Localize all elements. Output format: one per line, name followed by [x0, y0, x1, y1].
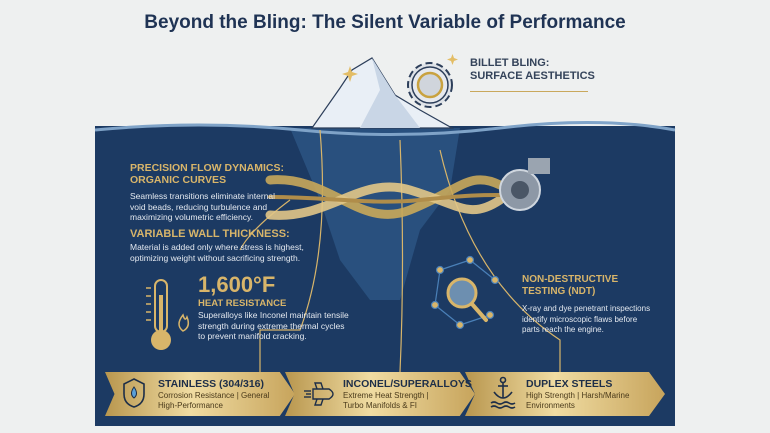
heat-value: 1,600°F: [198, 272, 276, 297]
ndt-heading: NON-DESTRUCTIVE TESTING (NDT): [522, 274, 618, 298]
flow-heading: PRECISION FLOW DYNAMICS: ORGANIC CURVES: [130, 162, 284, 186]
material-desc-line: Turbo Manifolds & FI: [343, 401, 417, 410]
heat-body-line: Superalloys like Inconel maintain tensil…: [198, 310, 349, 320]
divider: [470, 91, 588, 92]
wall-body: Material is added only where stress is h…: [130, 242, 304, 263]
ndt-heading-line2: TESTING (NDT): [522, 286, 596, 297]
material-desc: High Strength | Harsh/Marine Environment…: [526, 391, 629, 411]
material-desc-line: Corrosion Resistance | General: [158, 391, 270, 400]
wall-body-line: optimizing weight without sacrificing st…: [130, 252, 301, 263]
sparkle-icon: [342, 66, 358, 82]
jet-icon: [304, 382, 334, 406]
heat-heading: HEAT RESISTANCE: [198, 298, 287, 309]
ndt-body-line: parts reach the engine.: [522, 325, 604, 334]
flow-heading-line2: ORGANIC CURVES: [130, 174, 227, 186]
surface-label: BILLET BLING: SURFACE AESTHETICS: [470, 57, 595, 83]
material-name: STAINLESS (304/316): [158, 378, 265, 390]
shield-drop-icon: [123, 378, 145, 408]
material-desc-line: Environments: [526, 401, 575, 410]
material-duplex: [465, 372, 665, 416]
ndt-lattice-icon: [430, 255, 500, 330]
connector-lines: [239, 129, 561, 373]
thermometer-icon: [146, 279, 171, 350]
flow-body-line: void beads, reducing turbulence and: [130, 201, 268, 212]
flow-heading-line1: PRECISION FLOW DYNAMICS:: [130, 162, 284, 174]
flow-body: Seamless transitions eliminate internal …: [130, 191, 275, 223]
magnifier-icon: [446, 277, 488, 322]
ndt-heading-line1: NON-DESTRUCTIVE: [522, 274, 619, 285]
flow-pipes: [265, 175, 505, 220]
material-name: DUPLEX STEELS: [526, 378, 613, 390]
ndt-body-line: identify microscopic flaws before: [522, 314, 638, 324]
surface-label-line2: SURFACE AESTHETICS: [470, 70, 595, 82]
material-desc-line: Extreme Heat Strength |: [343, 391, 429, 400]
heat-body-line: strength during extreme thermal cycles: [198, 320, 345, 331]
material-desc: Extreme Heat Strength | Turbo Manifolds …: [343, 391, 429, 411]
material-desc: Corrosion Resistance | General High-Perf…: [158, 391, 269, 411]
flow-body-line: Seamless transitions eliminate internal: [130, 191, 276, 201]
flame-icon: [178, 313, 190, 332]
anchor-icon: [490, 376, 516, 409]
page-title: Beyond the Bling: The Silent Variable of…: [144, 12, 626, 33]
material-inconel: [285, 372, 475, 416]
surface-label-line1: BILLET BLING:: [470, 57, 550, 69]
gear-icon: [407, 62, 453, 108]
material-desc-line: High-Performance: [158, 401, 223, 410]
heat-body-line: to prevent manifold cracking.: [198, 331, 307, 341]
sparkle-icon: [447, 54, 458, 65]
ndt-body: X-ray and dye penetrant inspections iden…: [522, 304, 650, 336]
material-desc-line: High Strength | Harsh/Marine: [526, 391, 630, 400]
flow-body-line: maximizing volumetric efficiency.: [130, 212, 253, 222]
wall-heading: VARIABLE WALL THICKNESS:: [130, 228, 290, 240]
turbo-icon: [499, 158, 550, 211]
ndt-body-line: X-ray and dye penetrant inspections: [522, 304, 651, 313]
wall-body-line: Material is added only where stress is h…: [130, 242, 304, 252]
heat-body: Superalloys like Inconel maintain tensil…: [198, 310, 349, 342]
material-name: INCONEL/SUPERALLOYS: [343, 378, 472, 390]
